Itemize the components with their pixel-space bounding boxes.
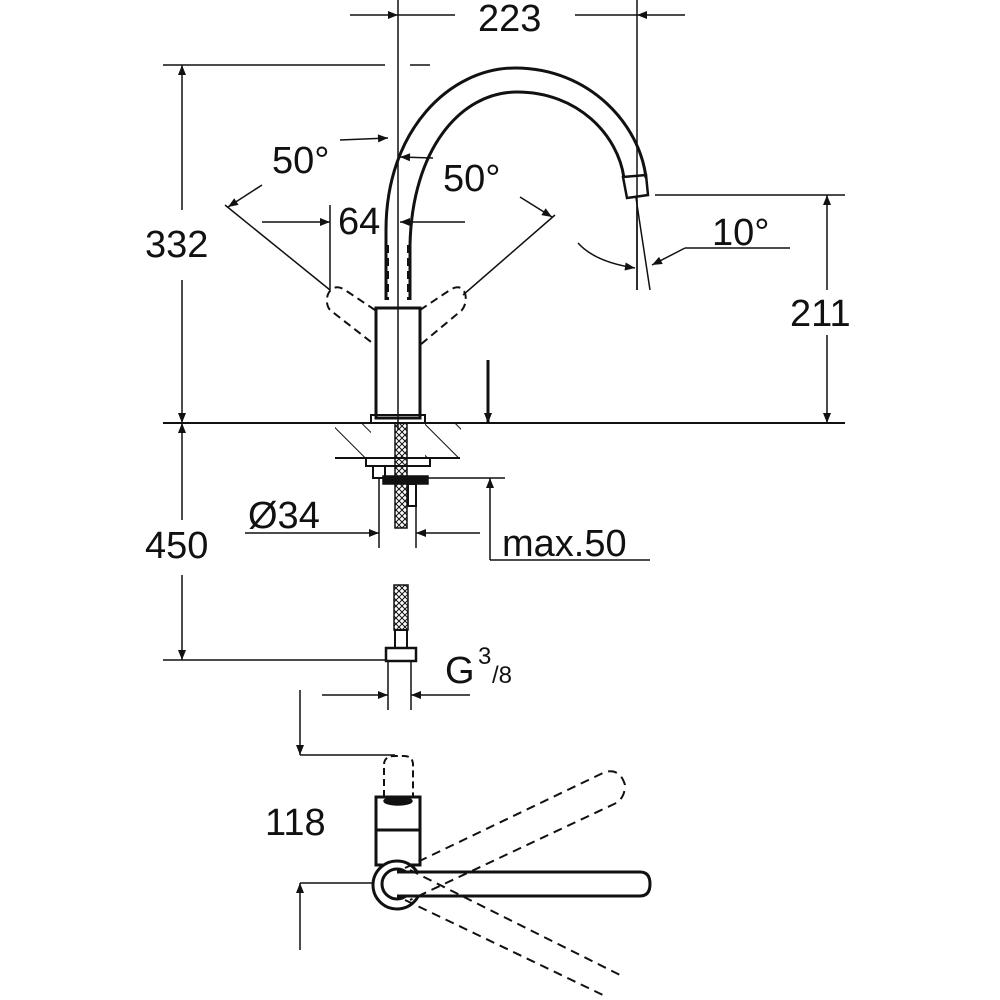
label-angle-right: 50° [443, 158, 501, 200]
dim-spout-height [655, 194, 845, 423]
label-handle-offset: 64 [338, 201, 381, 243]
tap-body [370, 306, 492, 424]
dim-spout-reach [350, 0, 685, 430]
label-angle-left: 50° [272, 140, 330, 182]
label-connection-num: 3 [478, 643, 492, 670]
label-spout-height: 211 [790, 293, 851, 335]
label-hose-length: 450 [145, 525, 209, 567]
top-view [296, 690, 652, 997]
handle-positions [325, 245, 467, 346]
label-shank-diameter: Ø34 [248, 495, 320, 537]
label-max-countertop: max.50 [502, 523, 627, 565]
countertop [335, 422, 461, 548]
label-connection-g: G [445, 650, 475, 692]
dim-hose-length [163, 423, 385, 661]
label-spout-angle: 10° [712, 212, 770, 254]
dim-total-height [163, 64, 845, 424]
label-spout-reach: 223 [478, 0, 542, 40]
label-connection-den: /8 [492, 662, 513, 689]
dim-angles [224, 134, 790, 296]
spout [384, 66, 650, 300]
hose-end [322, 584, 470, 710]
dim-shank [245, 477, 650, 561]
label-total-height: 332 [145, 224, 209, 266]
label-top-view-depth: 118 [265, 802, 326, 844]
